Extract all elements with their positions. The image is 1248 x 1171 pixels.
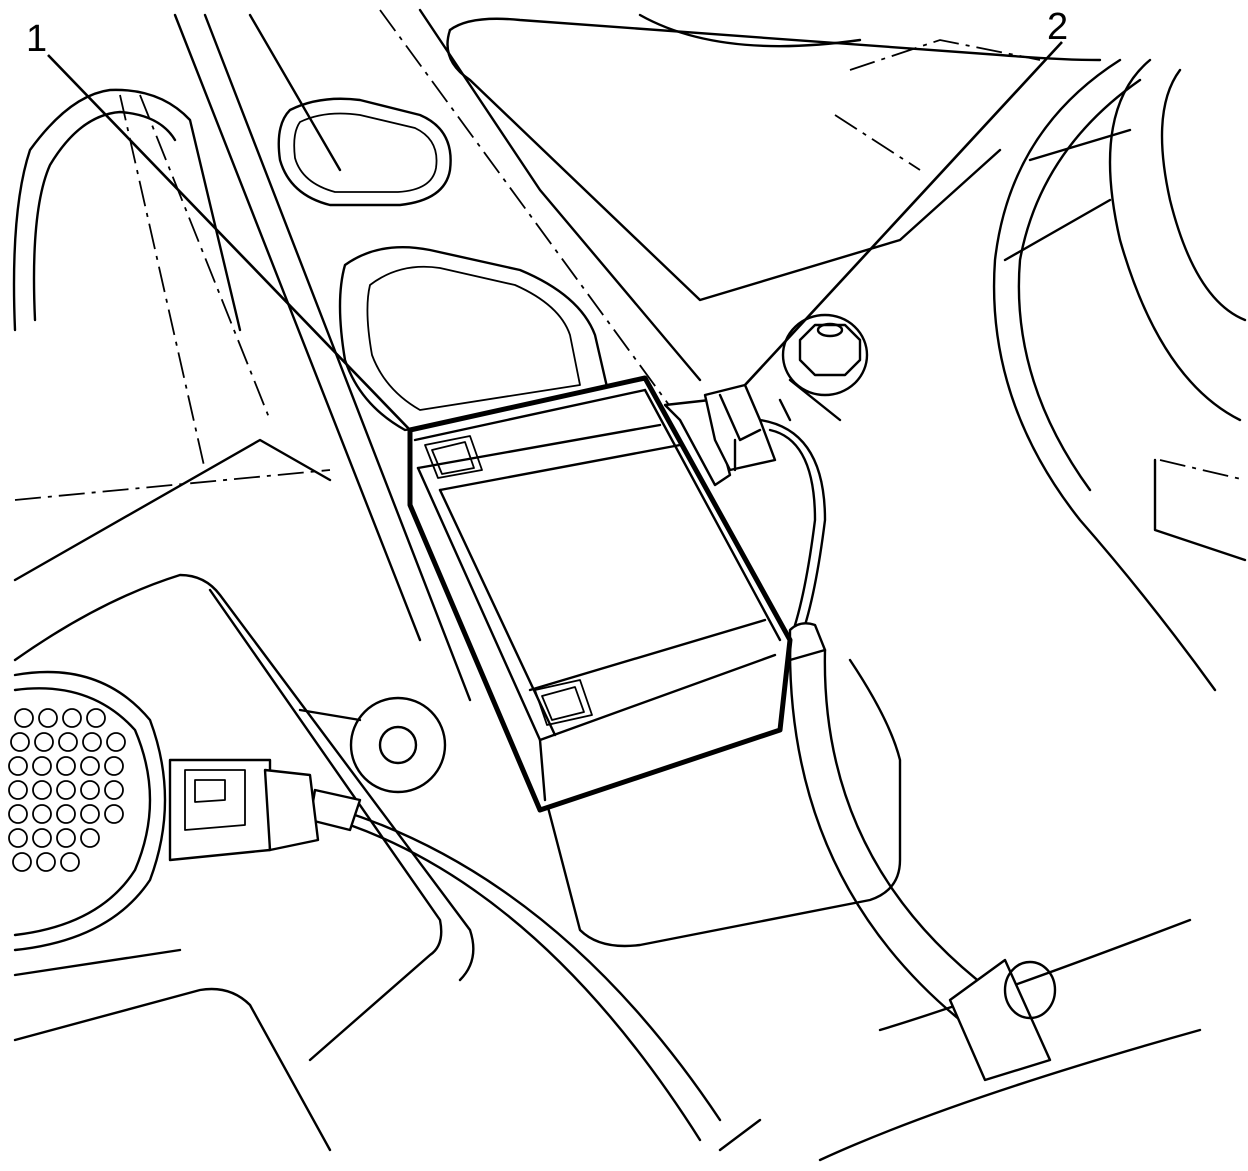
- callout-label-1: 1: [26, 18, 48, 60]
- grille-hole: [32, 780, 52, 800]
- grille-hole: [56, 828, 76, 848]
- grille-hole: [8, 804, 28, 824]
- floor-panel-structure: [12, 8, 1247, 1162]
- grille-hole: [8, 780, 28, 800]
- grille-hole: [80, 780, 100, 800]
- leader-line-1: [47, 54, 411, 431]
- right-harness: [758, 418, 1057, 1082]
- grille-hole: [104, 780, 124, 800]
- grille-hole: [80, 756, 100, 776]
- grille-hole: [36, 852, 56, 872]
- grille-hole: [86, 708, 106, 728]
- callout-leaders: [47, 41, 1063, 431]
- grille-hole: [32, 804, 52, 824]
- grille-hole: [56, 780, 76, 800]
- grille-hole: [32, 828, 52, 848]
- grille-hole: [8, 828, 28, 848]
- grille-hole: [104, 756, 124, 776]
- grille-hole: [34, 732, 54, 752]
- callout-label-2: 2: [1047, 6, 1069, 48]
- grille-hole: [60, 852, 80, 872]
- grille-hole: [56, 756, 76, 776]
- mounting-bolt: [778, 313, 869, 422]
- grille-hole: [8, 756, 28, 776]
- grille-hole: [80, 804, 100, 824]
- leader-line-2: [744, 41, 1063, 386]
- mounting-boss: [298, 696, 447, 794]
- control-module: [407, 375, 793, 813]
- grille-hole: [58, 732, 78, 752]
- grille-hole: [38, 708, 58, 728]
- left-harness: [168, 758, 722, 1142]
- grille-hole: [104, 804, 124, 824]
- grille-hole: [56, 804, 76, 824]
- grille-hole: [32, 756, 52, 776]
- speaker-grille: [8, 670, 167, 952]
- grille-hole: [106, 732, 126, 752]
- grille-hole: [10, 732, 30, 752]
- grille-hole: [14, 708, 34, 728]
- grille-hole: [62, 708, 82, 728]
- grille-hole: [12, 852, 32, 872]
- module-connector: [663, 383, 777, 487]
- grille-hole: [82, 732, 102, 752]
- grille-hole: [80, 828, 100, 848]
